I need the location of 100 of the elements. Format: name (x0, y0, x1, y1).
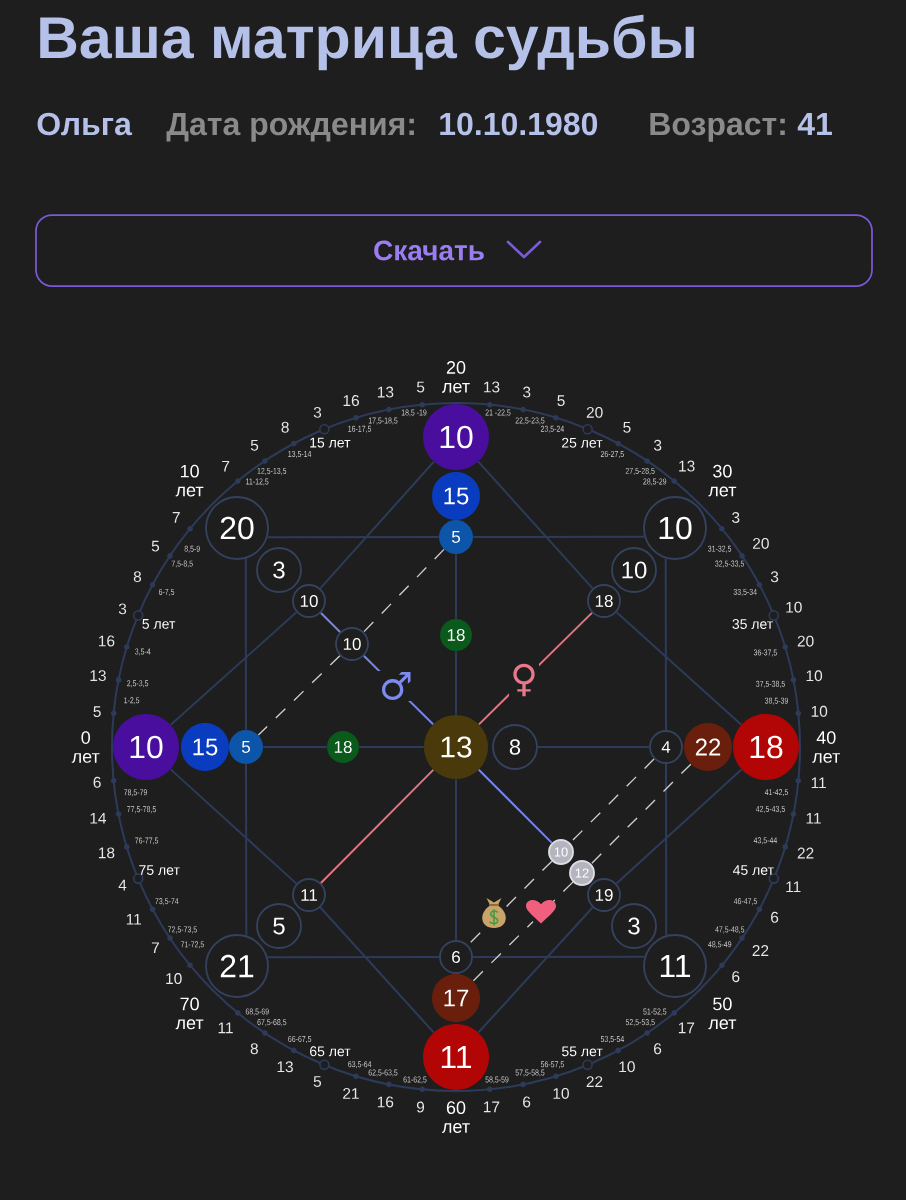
age-number: 6 (93, 776, 101, 788)
age-number: 20 (797, 635, 814, 647)
field-label: Возраст: (650, 113, 785, 142)
age-label: 75 лет (139, 865, 180, 875)
connector-line (455, 650, 457, 716)
age-range-label: 76-77,5 (135, 837, 159, 845)
age-number: 13 (679, 460, 695, 472)
connector-line (477, 906, 594, 1034)
connector-line (664, 557, 667, 732)
age-range-label: 78,5-79 (124, 789, 147, 797)
user-name: Ольга (37, 112, 133, 136)
connector-line (169, 611, 298, 726)
age-range-label: 41-42,5 (764, 789, 789, 797)
age-number: 6 (732, 971, 740, 983)
age-label: 30 лет (708, 464, 737, 497)
dashed-line (257, 655, 341, 736)
connector-line (319, 612, 342, 634)
age-number: 6 (654, 1043, 662, 1055)
age-number: 8 (281, 421, 289, 433)
age-number: 13 (90, 670, 106, 682)
age-range-label: 77,5-78,5 (127, 806, 156, 814)
age-number: 13 (277, 1061, 293, 1073)
age-number: 22 (797, 847, 814, 859)
age-label: 10 лет (175, 464, 204, 497)
age-number: 9 (416, 1101, 425, 1113)
age-label: 5 лет (142, 619, 176, 629)
age-number: 5 (623, 421, 631, 433)
age-number: 5 (313, 1076, 322, 1087)
age-range-label: 57,5-58,5 (515, 1069, 545, 1077)
age-range-label: 51-52,5 (643, 1008, 667, 1016)
age-number: 11 (806, 812, 821, 824)
age-label: 35 лет (732, 619, 773, 629)
age-range-label: 16-17,5 (348, 425, 372, 433)
connector-line (266, 956, 441, 959)
age-number: 14 (90, 812, 107, 824)
age-number: 11 (786, 881, 801, 893)
age-label: 25 лет (562, 437, 603, 448)
age-range-label: 13,5-14 (288, 451, 312, 458)
connector-line (262, 746, 328, 748)
age-number: 8 (250, 1043, 258, 1055)
connector-line (319, 906, 435, 1034)
age-number: 3 (523, 386, 531, 398)
connector-line (471, 955, 646, 958)
age-number: 5 (93, 706, 101, 718)
age-number: 22 (586, 1076, 603, 1087)
age-range-label: 63,5-64 (348, 1061, 372, 1069)
age-number: 17 (483, 1101, 500, 1113)
age-number: 16 (377, 1096, 394, 1108)
connector-line (266, 536, 440, 539)
age-number: 3 (313, 406, 322, 418)
age-range-label: 38,5-39 (764, 697, 788, 705)
age-range-label: 47,5-48,5 (715, 926, 745, 934)
age-range-label: 28,5-29 (643, 478, 667, 486)
age-value: 41 (797, 113, 832, 135)
age-range-label: 43,5-44 (753, 837, 778, 845)
age-number: 22 (752, 945, 769, 956)
age-range-label: 26-27,5 (600, 451, 624, 458)
download-button: Скачать (35, 214, 873, 287)
age-range-label: 32,5-33,5 (715, 560, 745, 568)
age-number: 16 (343, 395, 359, 407)
connector-line (477, 460, 594, 590)
age-label: 65 лет (310, 1046, 351, 1057)
age-number: 20 (586, 406, 603, 418)
age-range-label: 3,5-4 (135, 648, 151, 656)
age-number: 5 (151, 540, 160, 552)
age-range-label: 67,5-68,5 (257, 1019, 287, 1027)
connector-line (319, 460, 435, 590)
age-number: 20 (753, 538, 769, 549)
age-number: 6 (523, 1096, 531, 1108)
connector-line (455, 778, 457, 942)
age-range-label: 72,5-73,5 (168, 926, 197, 934)
age-number: 3 (653, 439, 662, 451)
age-number: 4 (118, 879, 127, 891)
age-number: 3 (732, 512, 740, 523)
age-range-label: 56-57,5 (540, 1061, 564, 1069)
dashed-line (590, 763, 692, 865)
age-number: 3 (118, 603, 127, 615)
dashed-line (363, 548, 445, 633)
age-range-label: 46-47,5 (733, 898, 757, 906)
age-range-label: 1-2,5 (124, 697, 140, 705)
age-label: 55 лет (562, 1046, 603, 1057)
age-number: 7 (222, 460, 230, 472)
age-range-label: 7,5-8,5 (171, 560, 193, 568)
age-number: 10 (786, 601, 802, 613)
age-number: 11 (218, 1022, 233, 1034)
page-title: Ваша матрица судьбы (40, 14, 694, 71)
age-number: 8 (133, 571, 142, 583)
age-number: 10 (806, 670, 823, 682)
age-range-label: 17,5-18,5 (368, 417, 398, 425)
age-range-label: 27,5-28,5 (625, 467, 655, 475)
age-number: 10 (619, 1061, 635, 1073)
age-number: 6 (771, 911, 779, 923)
age-range-label: 23,5-24 (540, 425, 564, 433)
age-range-label: 37,5-38,5 (756, 680, 785, 688)
age-range-label: 6-7,5 (158, 588, 175, 596)
connector-line (244, 557, 247, 731)
age-label: 45 лет (733, 865, 774, 875)
connector-line (615, 611, 743, 726)
connector-line (477, 768, 553, 844)
age-label: 70 лет (175, 997, 204, 1030)
